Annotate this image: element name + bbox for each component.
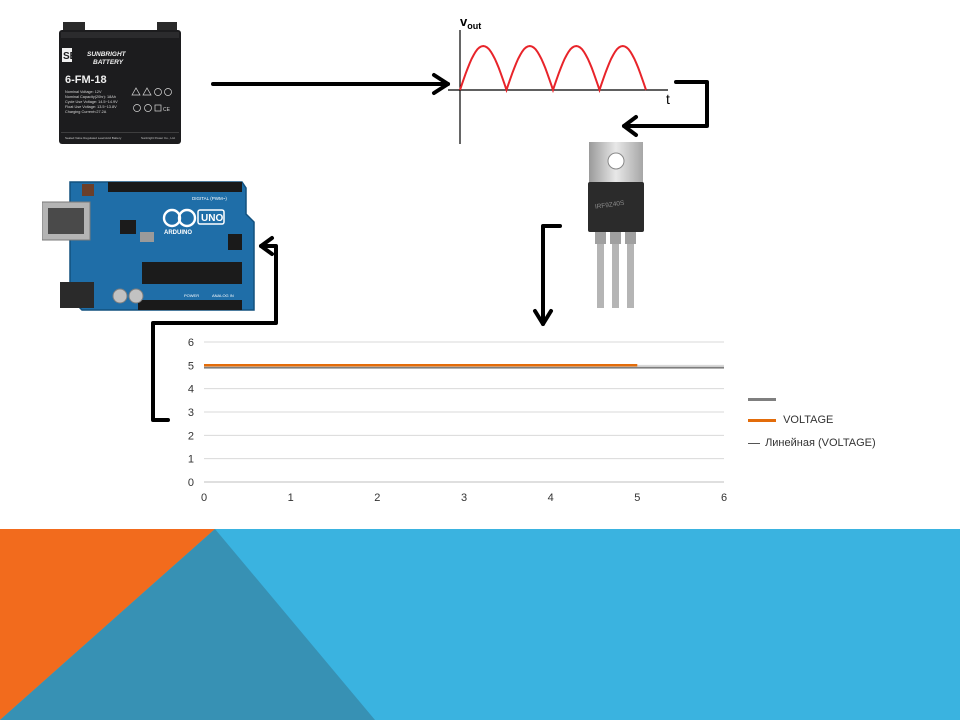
arduino-label-arduino: ARDUINO (164, 230, 192, 236)
power-jack (60, 282, 94, 308)
battery-spec-4: Float Use Voltage: 13.5~13.8V (65, 105, 117, 109)
x-tick-label: 1 (288, 492, 294, 504)
x-tick-label: 2 (374, 492, 380, 504)
battery-footer-left: Sealed Valve Regulated Lead Acid Battery (65, 136, 122, 140)
waveform-trace (459, 44, 647, 94)
battery-spec-3: Cycle Use Voltage: 14.5~14.9V (65, 100, 118, 104)
arduino-label-digital: DIGITAL (PWM~) (192, 196, 227, 201)
battery-logo-text: SB (63, 51, 77, 62)
arrow-battery-to-rectifier (211, 73, 450, 95)
battery-footer-right: Sunbright Power Co., Ltd. (141, 136, 176, 140)
battery-spec-5: Charging Current<27.2A (65, 110, 107, 114)
voltage-chart: 0 1 2 3 4 5 6 0 1 2 3 4 5 6 (188, 337, 727, 504)
battery-brand: SUNBRIGHT (87, 51, 127, 58)
y-tick-label: 6 (188, 337, 194, 349)
legend-label-voltage: VOLTAGE (783, 414, 834, 427)
legend-item-series-1 (748, 392, 780, 406)
legend-item-voltage: VOLTAGE (748, 413, 833, 427)
arduino-uno-image: UNO ARDUINO DIGITAL (PWM~) POWER ANALOG … (42, 181, 255, 311)
rectified-waveform: vout t (448, 14, 670, 144)
y-tick-label: 0 (188, 477, 194, 489)
digital-header (108, 182, 242, 192)
legend-swatch-series-1 (748, 397, 776, 401)
decorative-footer-band (0, 529, 960, 720)
y-tick-label: 4 (188, 384, 194, 396)
chart-series-group (204, 364, 724, 369)
transistor-image: IRF9Z40S (588, 142, 644, 308)
chart-gridlines (204, 341, 724, 483)
battery-model: 6-FM-18 (65, 74, 107, 86)
y-tick-label: 3 (188, 407, 194, 419)
arduino-label-uno: UNO (201, 213, 223, 224)
x-tick-label: 3 (461, 492, 467, 504)
arrow-rectifier-to-transistor (622, 80, 709, 137)
connector-arrows (151, 73, 709, 422)
chart-y-tick-labels: 0 1 2 3 4 5 6 (188, 337, 194, 489)
battery-brand-line2: BATTERY (93, 59, 124, 66)
legend-swatch-voltage (748, 418, 776, 422)
arrow-chart-to-arduino (151, 236, 278, 422)
legend-item-trendline: Линейная (VOLTAGE) (748, 436, 876, 450)
power-analog-header (138, 300, 242, 310)
battery-spec-1: Nominal Voltage: 12V (65, 90, 102, 94)
x-tick-label: 5 (634, 492, 640, 504)
arduino-logo (162, 208, 197, 228)
battery-spec-2: Nominal Capacity(20hr): 18Ah (65, 95, 116, 99)
legend-label-trendline: Линейная (VOLTAGE) (765, 437, 876, 450)
footer-dark-blue-triangle (0, 529, 375, 720)
arrow-transistor-to-chart (533, 224, 562, 326)
arduino-label-analog: ANALOG IN (212, 293, 234, 298)
chart-x-tick-labels: 0 1 2 3 4 5 6 (201, 492, 727, 504)
x-tick-label: 6 (721, 492, 727, 504)
waveform-y-label: vout (460, 14, 481, 31)
x-tick-label: 0 (201, 492, 207, 504)
y-tick-label: 5 (188, 360, 194, 372)
battery-warning-icons (131, 87, 172, 112)
y-tick-label: 2 (188, 430, 194, 442)
battery-ce-mark: CE (163, 107, 171, 113)
battery-logo (62, 48, 72, 62)
legend-swatch-trendline (748, 442, 760, 444)
battery-image: SB SUNBRIGHT BATTERY 6-FM-18 Nominal Vol… (57, 20, 183, 146)
atmega-chip (142, 262, 242, 284)
waveform-x-label: t (666, 91, 670, 107)
y-tick-label: 1 (188, 454, 194, 466)
x-tick-label: 4 (548, 492, 554, 504)
arduino-label-power: POWER (184, 293, 199, 298)
transistor-marking: IRF9Z40S (594, 200, 625, 211)
